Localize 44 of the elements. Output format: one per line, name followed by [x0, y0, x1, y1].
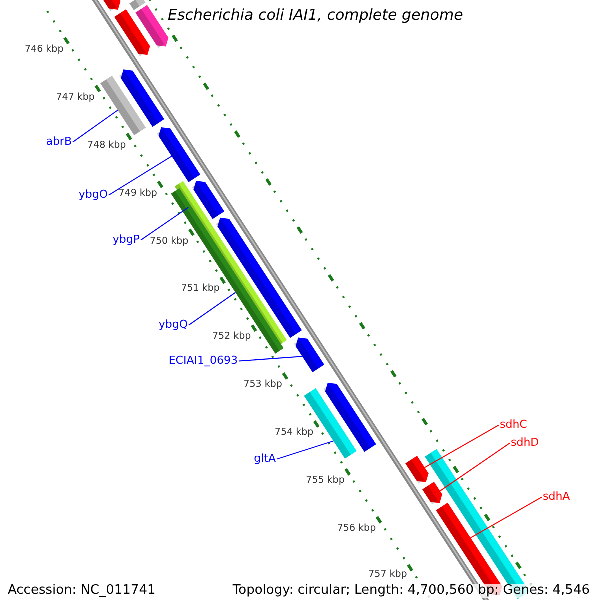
gene-label: sdhC	[500, 419, 528, 432]
gene-feature	[157, 127, 201, 182]
scale-label: 753 kbp	[244, 380, 282, 392]
scale-label: 757 kbp	[368, 570, 408, 581]
gene-feature	[192, 181, 225, 220]
gene-feature	[422, 482, 442, 505]
scale-label: 755 kbp	[306, 476, 345, 488]
gene-label: ECIAI1_0693	[168, 355, 238, 368]
leader-line	[470, 496, 542, 539]
gene-label: sdhA	[543, 491, 570, 504]
leader-line	[188, 292, 236, 326]
gene-feature	[119, 70, 164, 128]
scale-label: 747 kbp	[56, 92, 95, 104]
leader-line	[72, 110, 118, 143]
gene-feature	[100, 76, 146, 136]
scale-label: 751 kbp	[181, 284, 220, 296]
gene-feature	[324, 382, 376, 452]
gene-label: abrB	[46, 136, 72, 149]
gene-feature	[130, 0, 146, 10]
gene-feature	[294, 338, 324, 373]
accession-text: Accession: NC_011741	[8, 584, 156, 599]
leader-line	[238, 356, 303, 362]
scale-label: 754 kbp	[274, 428, 314, 440]
scale-label: 749 kbp	[118, 188, 158, 200]
gene-label: gltA	[254, 453, 276, 466]
leader-line	[108, 156, 172, 196]
scale-label: 752 kbp	[212, 332, 252, 344]
leader-line	[424, 424, 500, 468]
gene-feature	[136, 5, 169, 48]
scale-label: 748 kbp	[88, 140, 126, 152]
gene-label: sdhD	[511, 437, 540, 450]
gene-label: ybgP	[112, 234, 140, 247]
leader-line	[140, 207, 190, 241]
gene-feature	[114, 9, 150, 56]
genome-info-text: Topology: circular; Length: 4,700,560 bp; Genes: 4,546	[230, 584, 592, 598]
scale-label: 756 kbp	[337, 524, 376, 535]
leader-line	[276, 440, 334, 460]
gene-label: ybgO	[78, 189, 108, 202]
gene-label: ybgQ	[158, 319, 188, 332]
scale-label: 746 kbp	[25, 44, 64, 56]
leader-line	[440, 442, 510, 492]
scale-label: 750 kbp	[150, 236, 189, 248]
gene-feature	[406, 456, 429, 484]
gene-feature	[102, 0, 121, 12]
